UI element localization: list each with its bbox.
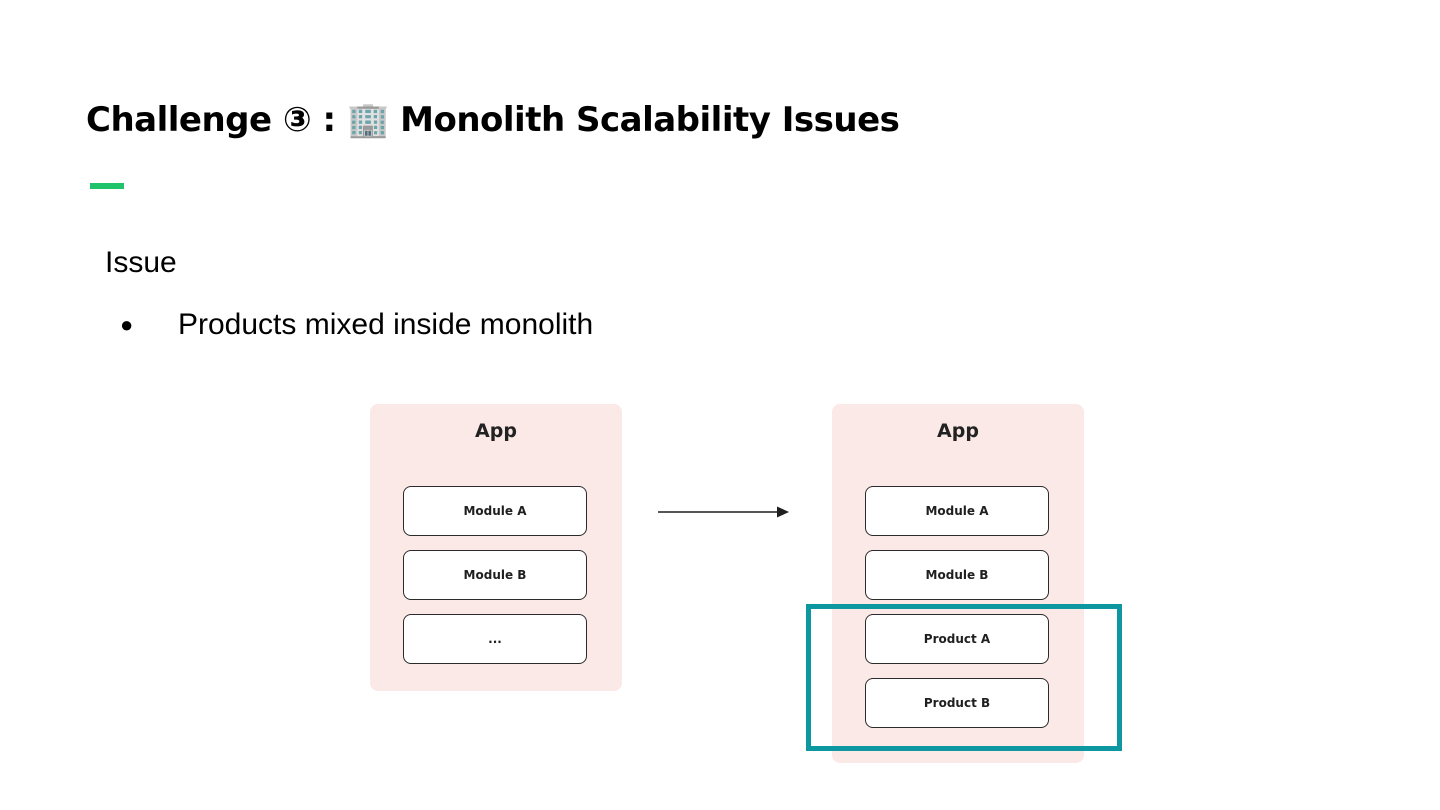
bullet-list: ● Products mixed inside monolith: [120, 306, 593, 344]
module-box: Module B: [865, 550, 1049, 600]
section-heading: Issue: [105, 246, 177, 279]
bullet-text: Products mixed inside monolith: [178, 308, 594, 341]
product-box: Product B: [865, 678, 1049, 728]
module-box: Module B: [403, 550, 587, 600]
module-box: ...: [403, 614, 587, 664]
product-box: Product A: [865, 614, 1049, 664]
app-panel-before: App Module A Module B ...: [370, 404, 622, 691]
slide-title: Challenge ③ : 🏢 Monolith Scalability Iss…: [86, 100, 900, 140]
module-box: Module A: [403, 486, 587, 536]
bullet-item: ● Products mixed inside monolith: [120, 306, 593, 344]
bullet-dot-icon: ●: [120, 312, 134, 337]
app-panel-after: App Module A Module B Product A Product …: [832, 404, 1084, 763]
products-highlight-frame: [806, 604, 1122, 751]
module-box: Module A: [865, 486, 1049, 536]
arrow-right-icon: [658, 506, 789, 518]
app-title-before: App: [475, 420, 517, 442]
title-accent-bar: [90, 183, 124, 189]
app-title-after: App: [937, 420, 979, 442]
